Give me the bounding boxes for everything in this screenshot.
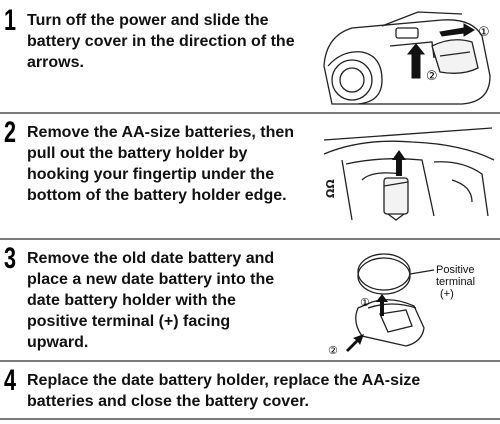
battery-holder-illustration: ΩΩ xyxy=(322,120,496,224)
step-3: 3 Remove the old date battery and place … xyxy=(0,244,500,360)
step-text-line: Remove the old date battery and xyxy=(27,250,275,267)
step-text-line: pull out the battery holder by xyxy=(27,145,248,162)
step-text-line: arrows. xyxy=(27,54,84,71)
step-text: Remove the old date battery and place a … xyxy=(27,248,274,353)
step-number: 2 xyxy=(4,116,17,149)
positive-terminal-label: Positive terminal (+) xyxy=(436,264,475,300)
marker-2-label: ② xyxy=(426,69,438,84)
label-line: (+) xyxy=(440,288,454,300)
step-text-line: batteries and close the battery cover. xyxy=(27,393,309,410)
divider xyxy=(0,112,500,114)
divider xyxy=(0,360,500,362)
marker-2-label: ② xyxy=(328,344,338,357)
step-number: 3 xyxy=(4,242,17,275)
date-battery-illustration: ① ② Positive terminal (+) xyxy=(322,250,496,358)
step-text: Turn off the power and slide the battery… xyxy=(27,10,295,73)
label-line: terminal xyxy=(436,276,476,288)
step-text-line: place a new date battery into the xyxy=(27,271,275,288)
step-text-line: positive terminal (+) facing xyxy=(27,313,231,330)
step-number: 1 xyxy=(4,4,17,37)
step-text-line: bottom of the battery holder edge. xyxy=(27,187,287,204)
step-text: Remove the AA-size batteries, then pull … xyxy=(27,122,294,206)
marker-1-label: ① xyxy=(360,296,370,309)
marker-1-label: ① xyxy=(478,25,490,40)
step-text-line: Turn off the power and slide the xyxy=(27,12,269,29)
step-text-line: battery cover in the direction of the xyxy=(27,33,295,50)
divider xyxy=(0,238,500,240)
step-text-line: upward. xyxy=(27,334,89,351)
step-text-line: Replace the date battery holder, replace… xyxy=(27,372,421,389)
label-line: Positive xyxy=(436,264,475,276)
step-text-line: date battery holder with the xyxy=(27,292,236,309)
svg-text:ΩΩ: ΩΩ xyxy=(324,179,337,198)
camera-battery-cover-illustration: ① ② xyxy=(322,6,496,106)
step-2: 2 Remove the AA-size batteries, then pul… xyxy=(0,118,500,230)
step-text: Replace the date battery holder, replace… xyxy=(27,370,420,412)
step-4: 4 Replace the date battery holder, repla… xyxy=(0,366,500,418)
step-1: 1 Turn off the power and slide the batte… xyxy=(0,6,500,110)
step-text-line: hooking your fingertip under the xyxy=(27,166,275,183)
step-number: 4 xyxy=(4,364,17,397)
step-text-line: Remove the AA-size batteries, then xyxy=(27,124,295,141)
divider xyxy=(0,418,500,420)
